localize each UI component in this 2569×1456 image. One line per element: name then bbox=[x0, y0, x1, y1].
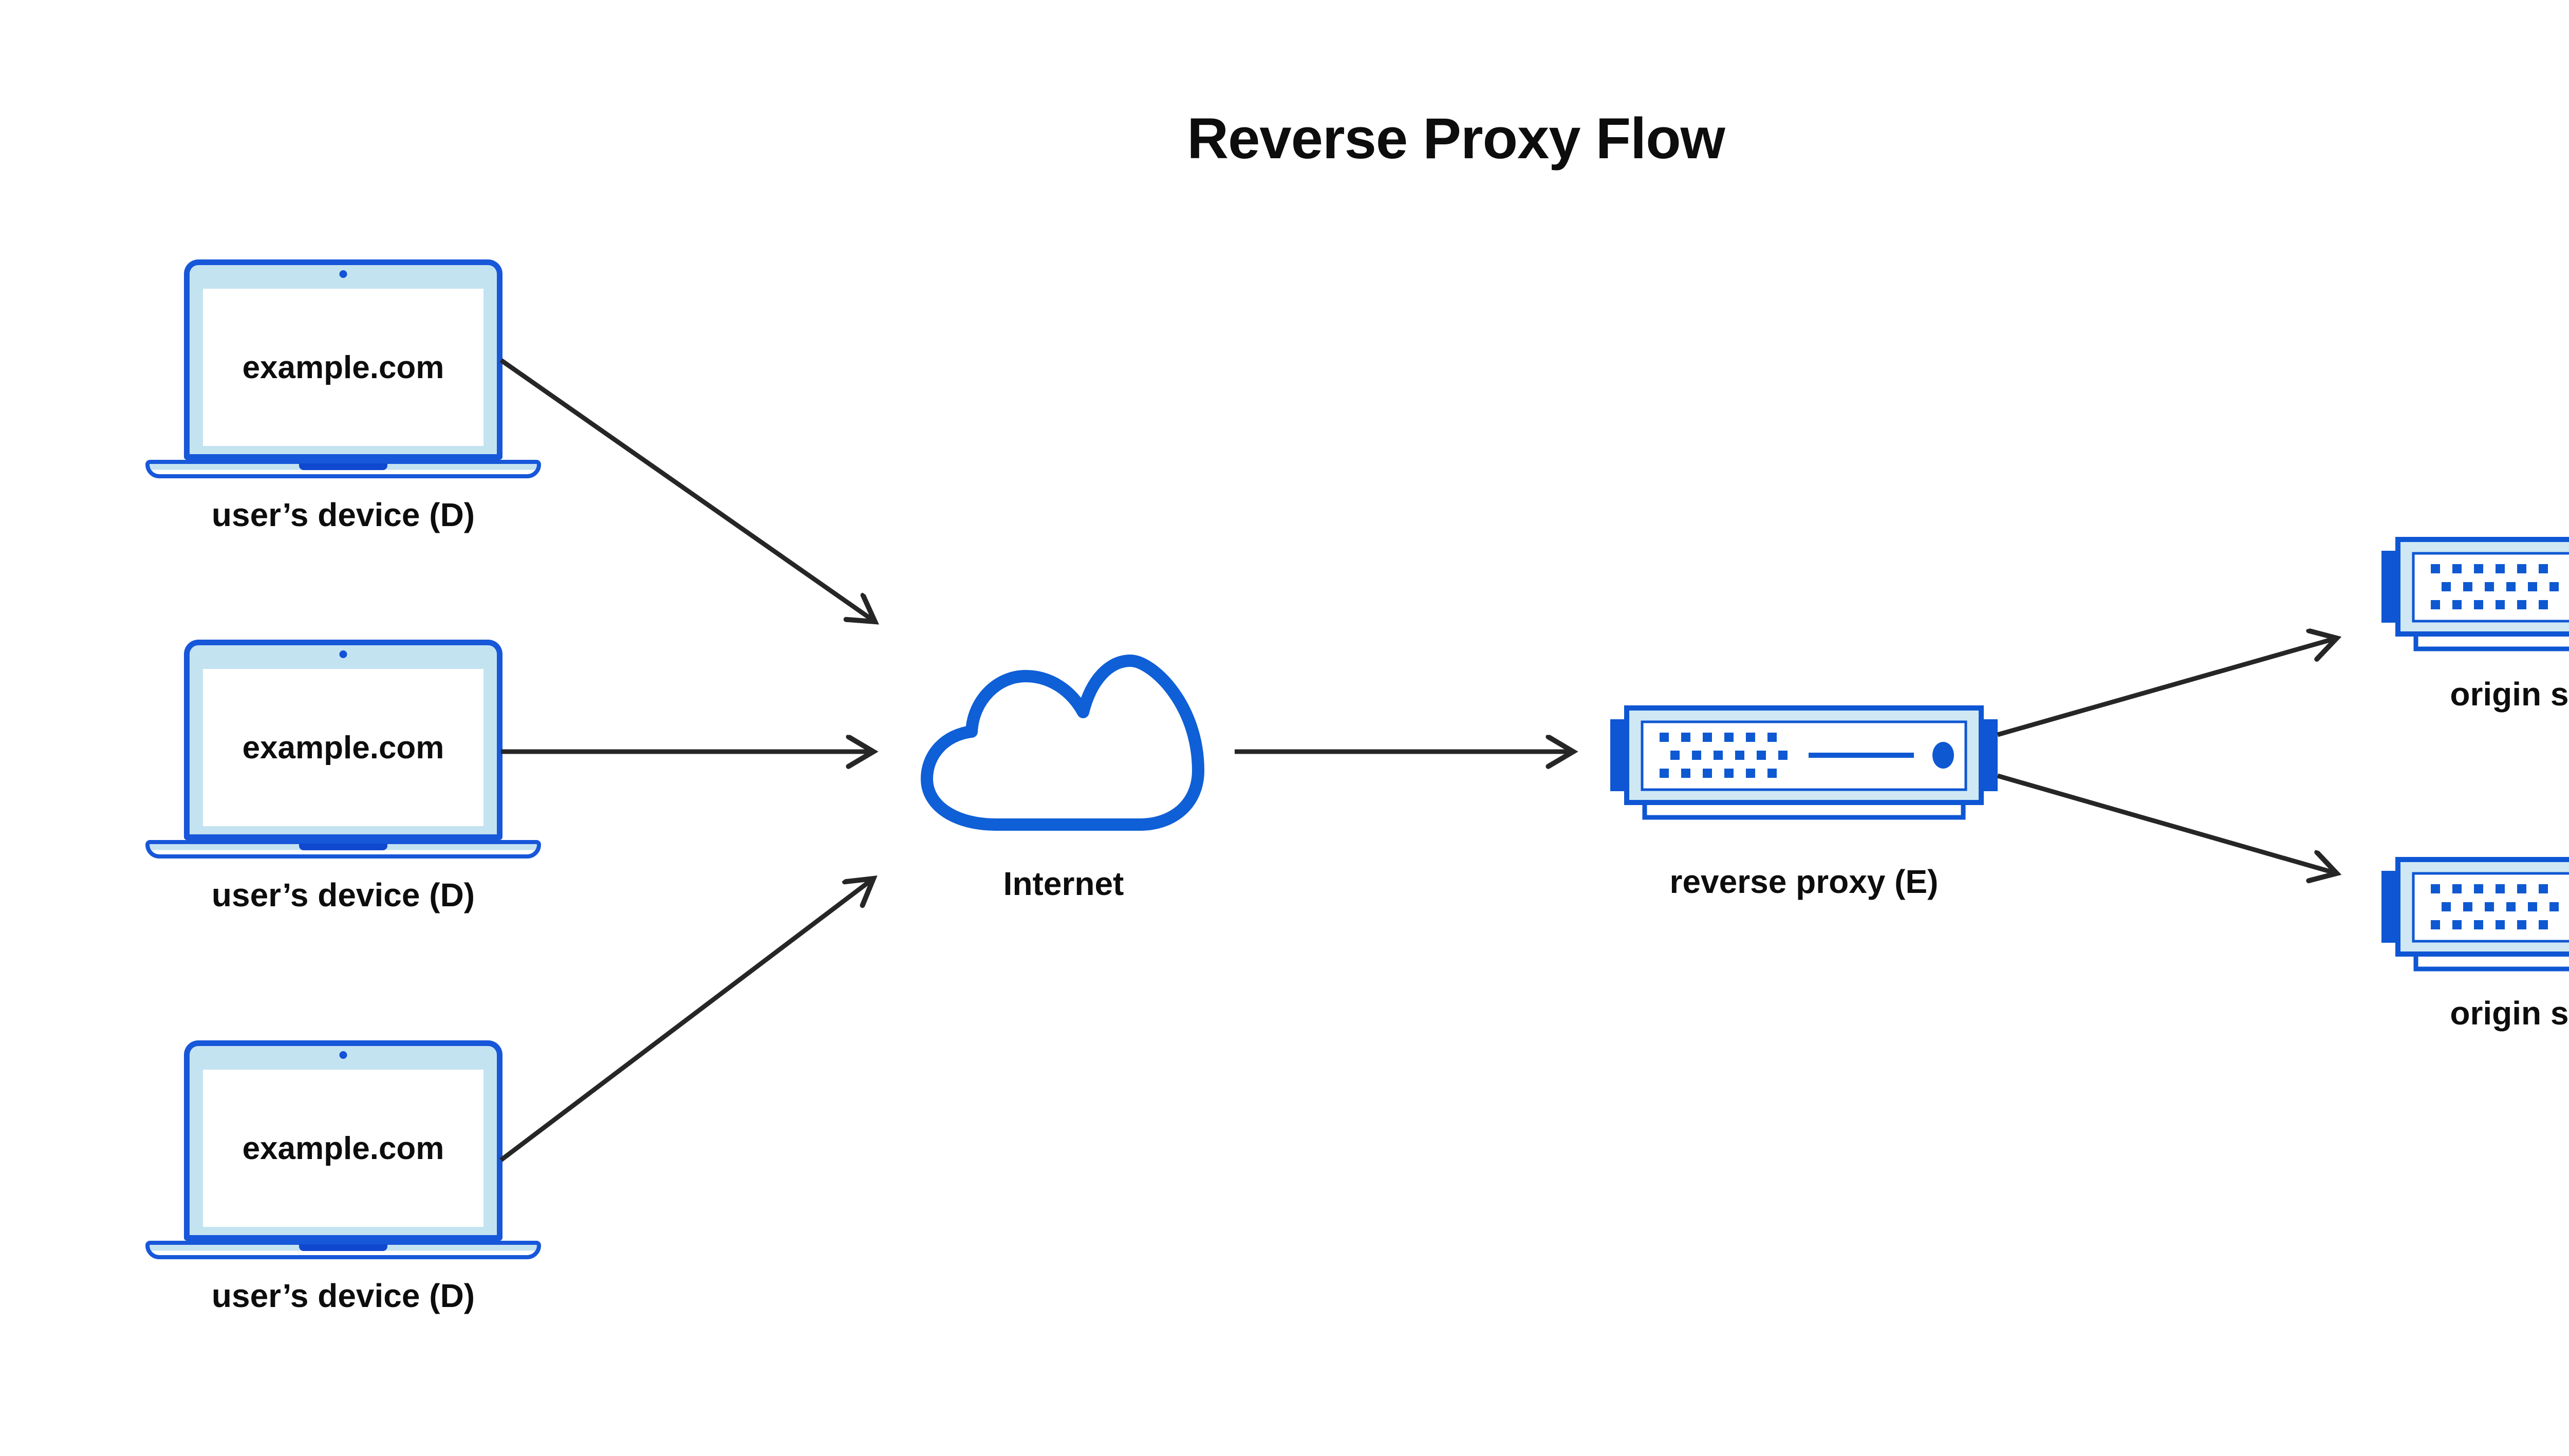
origin-server-node-2: origin server (F) bbox=[2381, 857, 2569, 1031]
user-device-node-3: example.com user’s device (D) bbox=[145, 1040, 541, 1314]
server-icon bbox=[1610, 705, 1998, 822]
screen-url-text: example.com bbox=[203, 289, 483, 446]
camera-icon bbox=[339, 270, 347, 278]
device-caption: user’s device (D) bbox=[211, 1277, 475, 1314]
laptop-icon: example.com bbox=[184, 640, 502, 840]
server-icon bbox=[2381, 857, 2569, 973]
reverse-proxy-node: reverse proxy (E) bbox=[1610, 705, 1998, 900]
diagram-title: Reverse Proxy Flow bbox=[1187, 106, 1725, 171]
flow-arrow-proxy-origin1 bbox=[1997, 638, 2337, 737]
flow-arrow-device3-internet bbox=[499, 879, 873, 1162]
laptop-base bbox=[145, 460, 541, 478]
laptop-notch bbox=[299, 844, 387, 850]
device-caption: user’s device (D) bbox=[211, 876, 475, 913]
laptop-notch bbox=[299, 1244, 387, 1251]
proxy-caption: reverse proxy (E) bbox=[1669, 863, 1939, 900]
internet-cloud-node: Internet bbox=[909, 642, 1218, 902]
laptop-base bbox=[145, 1241, 541, 1259]
laptop-icon: example.com bbox=[184, 1040, 502, 1241]
user-device-node-2: example.com user’s device (D) bbox=[145, 640, 541, 913]
origin-caption: origin server (F) bbox=[2450, 676, 2569, 713]
camera-icon bbox=[339, 650, 347, 658]
laptop-icon: example.com bbox=[184, 259, 502, 460]
user-device-node-1: example.com user’s device (D) bbox=[145, 259, 541, 533]
laptop-base bbox=[145, 840, 541, 858]
flow-arrow-proxy-origin2 bbox=[1997, 773, 2337, 873]
origin-caption: origin server (F) bbox=[2450, 995, 2569, 1032]
screen-url-text: example.com bbox=[203, 1070, 483, 1227]
origin-server-node-1: origin server (F) bbox=[2381, 537, 2569, 712]
screen-url-text: example.com bbox=[203, 669, 483, 826]
cloud-icon bbox=[921, 655, 1204, 831]
device-caption: user’s device (D) bbox=[211, 496, 475, 533]
camera-icon bbox=[339, 1051, 347, 1059]
laptop-notch bbox=[299, 463, 387, 470]
flow-arrow-device1-internet bbox=[499, 358, 875, 622]
internet-caption: Internet bbox=[1003, 865, 1124, 902]
server-icon bbox=[2381, 537, 2569, 653]
